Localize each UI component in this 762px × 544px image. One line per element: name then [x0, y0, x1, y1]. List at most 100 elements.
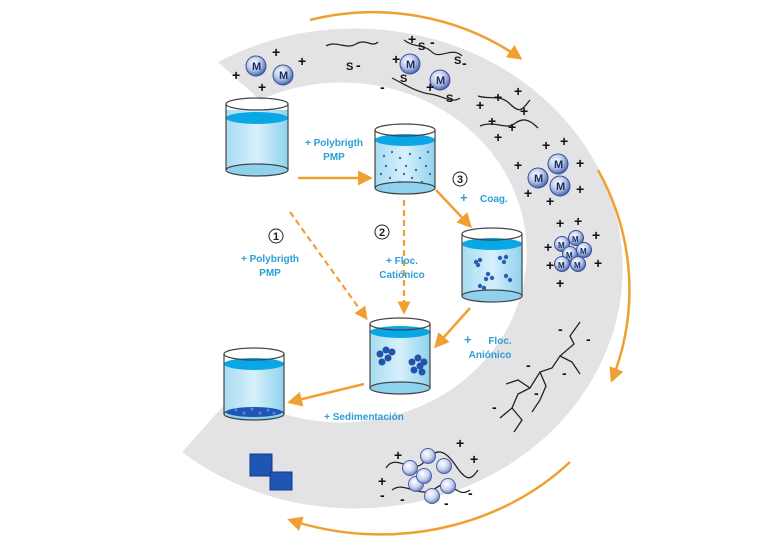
- svg-text:+: +: [556, 275, 564, 291]
- svg-text:-: -: [430, 34, 435, 50]
- svg-text:+: +: [494, 89, 502, 105]
- svg-text:+: +: [456, 435, 464, 451]
- arrow-to-flocculated: [433, 307, 471, 349]
- floc-anionic-label-2: Aniónico: [469, 350, 512, 361]
- svg-text:-: -: [534, 385, 539, 401]
- svg-text:3: 3: [457, 174, 463, 186]
- outer-arrow-right: [596, 169, 631, 383]
- coag-label: Coag.: [480, 194, 508, 205]
- svg-text:-: -: [444, 495, 449, 511]
- svg-text:+: +: [520, 103, 528, 119]
- svg-text:+: +: [426, 79, 434, 95]
- step-3-marker: 3: [452, 171, 468, 187]
- svg-text:S: S: [454, 55, 461, 67]
- svg-text:M: M: [558, 241, 565, 250]
- svg-text:M: M: [252, 61, 261, 73]
- svg-text:+: +: [524, 185, 532, 201]
- step1-label-2: PMP: [259, 268, 281, 279]
- svg-text:+: +: [574, 213, 582, 229]
- svg-text:+: +: [392, 51, 400, 67]
- svg-text:+: +: [546, 257, 554, 273]
- svg-text:-: -: [526, 357, 531, 373]
- particle-group-2: M M + S - + S S - + S -: [380, 31, 467, 105]
- beaker-flocculated: [369, 317, 431, 395]
- svg-text:+: +: [494, 129, 502, 145]
- svg-text:M: M: [572, 235, 579, 244]
- svg-text:-: -: [558, 321, 563, 337]
- step1-label: + Polybrigth: [241, 254, 299, 265]
- particle-group-5: + + + + - - - -: [378, 435, 479, 511]
- svg-text:M: M: [574, 261, 581, 270]
- svg-text:-: -: [356, 57, 361, 73]
- floc-anionic-label: Floc.: [488, 336, 512, 347]
- svg-text:+: +: [560, 133, 568, 149]
- polymer-chain-1: S -: [325, 41, 379, 73]
- svg-text:1: 1: [273, 231, 279, 243]
- svg-text:S: S: [400, 73, 407, 85]
- top-add-label: + Polybrigth: [305, 138, 363, 149]
- step-2-marker: 2: [374, 224, 390, 240]
- svg-text:+: +: [594, 255, 602, 271]
- beaker-dispersed: [374, 123, 436, 195]
- svg-text:M: M: [554, 159, 563, 171]
- floc-anionic-plus: +: [464, 332, 472, 347]
- coag-plus: +: [460, 190, 468, 205]
- svg-text:+: +: [544, 239, 552, 255]
- svg-text:+: +: [476, 97, 484, 113]
- top-add-label-2: PMP: [323, 152, 345, 163]
- svg-text:+: +: [488, 113, 496, 129]
- svg-text:-: -: [468, 485, 473, 501]
- svg-text:-: -: [462, 55, 467, 71]
- svg-text:-: -: [380, 79, 385, 95]
- particle-group-1: M M + + + +: [232, 44, 306, 95]
- svg-text:-: -: [586, 331, 591, 347]
- svg-text:+: +: [542, 137, 550, 153]
- svg-text:M: M: [436, 75, 445, 87]
- svg-text:+: +: [592, 227, 600, 243]
- particle-group-3: M M M + + + + + + +: [514, 133, 584, 209]
- svg-text:M: M: [534, 173, 543, 185]
- svg-text:M: M: [556, 181, 565, 193]
- floc-cationic-label: + Floc.: [386, 256, 418, 267]
- svg-text:-: -: [400, 491, 405, 507]
- svg-text:M: M: [566, 251, 573, 260]
- particle-group-4: M M M M M M + + + + + + +: [544, 213, 602, 291]
- svg-text:+: +: [258, 79, 266, 95]
- svg-text:M: M: [580, 247, 587, 256]
- svg-text:+: +: [394, 447, 402, 463]
- svg-text:+: +: [546, 193, 554, 209]
- svg-text:+: +: [556, 215, 564, 231]
- process-ring: [182, 28, 623, 509]
- svg-text:+: +: [576, 155, 584, 171]
- svg-text:+: +: [514, 83, 522, 99]
- svg-text:+: +: [508, 119, 516, 135]
- arrow-to-sedimented: [287, 382, 365, 407]
- beaker-sedimented: [223, 347, 285, 421]
- svg-text:+: +: [298, 53, 306, 69]
- svg-text:M: M: [558, 261, 565, 270]
- svg-text:-: -: [562, 365, 567, 381]
- svg-text:+: +: [470, 451, 478, 467]
- svg-text:+: +: [378, 473, 386, 489]
- svg-text:2: 2: [379, 227, 385, 239]
- beaker-coagulated: [461, 227, 523, 303]
- sediment-cubes: [249, 453, 293, 491]
- svg-text:S: S: [418, 41, 425, 53]
- arrow-to-coagulated: [435, 189, 473, 229]
- svg-text:+: +: [272, 44, 280, 60]
- step-1-marker: 1: [268, 228, 284, 244]
- sedimentation-label: + Sedimentación: [324, 412, 404, 423]
- svg-text:S: S: [446, 93, 453, 105]
- polymer-chain-2: + + + + + + +: [476, 83, 539, 145]
- svg-text:+: +: [514, 157, 522, 173]
- outer-arrow-bottom: [287, 461, 571, 536]
- svg-text:S: S: [346, 61, 353, 73]
- svg-text:+: +: [232, 67, 240, 83]
- svg-text:M: M: [279, 70, 288, 82]
- beaker-raw: [225, 97, 289, 177]
- floc-cationic-label-2: Catiónico: [379, 270, 425, 281]
- svg-text:-: -: [380, 487, 385, 503]
- arrow-step1: [289, 211, 368, 321]
- outer-arrow-top: [309, 10, 523, 60]
